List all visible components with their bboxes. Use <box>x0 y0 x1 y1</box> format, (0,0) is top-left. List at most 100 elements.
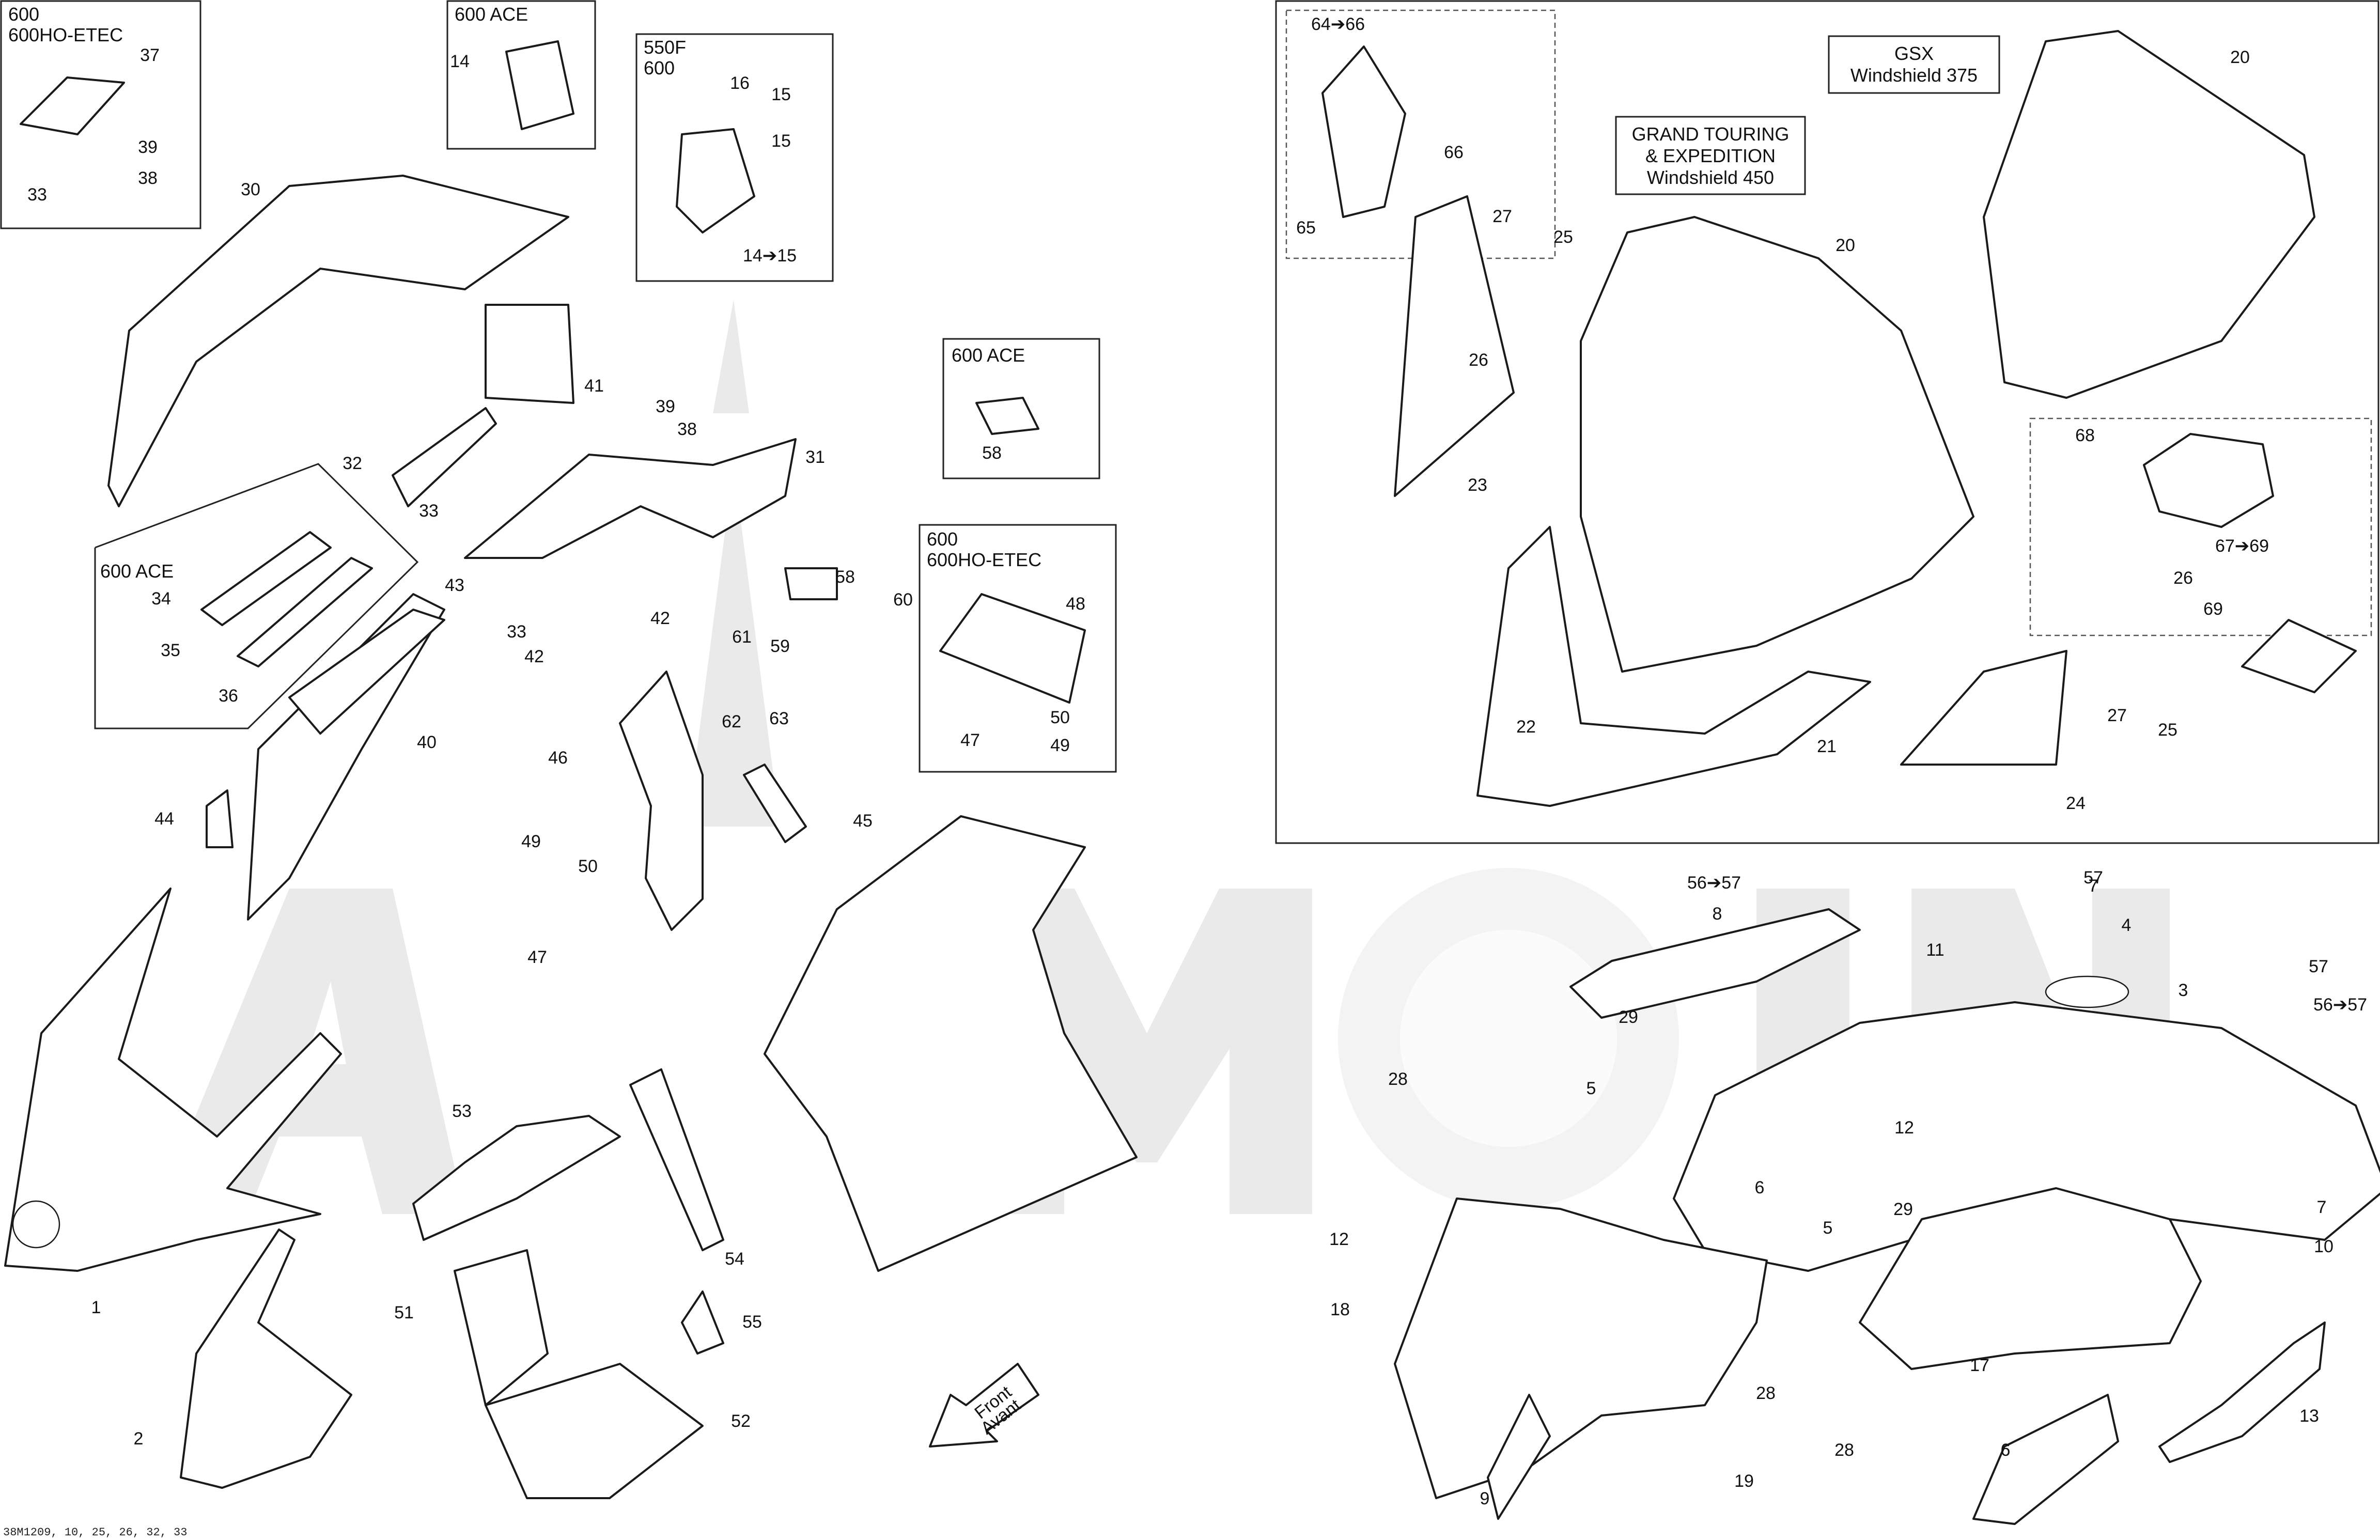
callout-label: 55 <box>742 1312 762 1332</box>
callout-label: 39 <box>656 397 675 416</box>
variant-box-600-etec <box>0 0 201 229</box>
callout-label: 20 <box>1835 236 1855 255</box>
callout-label: 15 <box>771 85 791 104</box>
variant-box-600ace-mid-label: 600 ACE <box>952 345 1025 366</box>
callout-label: 16 <box>730 73 750 93</box>
callout-label: 12 <box>1894 1118 1914 1138</box>
drawing-reference-code: 38M1209, 10, 25, 26, 32, 33 <box>3 1526 187 1539</box>
callout-label: 64➔66 <box>1311 14 1365 34</box>
variant-box-600-etec-line2: 600HO-ETEC <box>8 24 123 45</box>
callout-label: 28 <box>1834 1440 1854 1460</box>
callout-label: 47 <box>527 947 547 967</box>
callout-label: 38 <box>138 168 158 188</box>
callout-label: 61 <box>732 627 752 647</box>
callout-label: 22 <box>1516 717 1536 737</box>
callout-label: 67➔69 <box>2215 536 2269 556</box>
callout-label: 39 <box>138 137 158 157</box>
callout-label: 50 <box>578 857 598 876</box>
callout-label: 24 <box>2066 794 2086 813</box>
gsx-mirror-subgroup-box <box>2029 417 2372 636</box>
callout-label: 2 <box>134 1429 144 1449</box>
callout-label: 15 <box>771 131 791 151</box>
callout-label: 47 <box>960 730 980 750</box>
callout-label: 35 <box>161 641 180 660</box>
callout-label: 56➔57 <box>2313 995 2367 1015</box>
callout-label: 42 <box>524 647 544 666</box>
variant-box-600ace-top-label: 600 ACE <box>455 4 528 25</box>
callout-label: 57 <box>2309 957 2328 976</box>
callout-label: 44 <box>154 809 174 829</box>
callout-label: 54 <box>725 1249 744 1269</box>
callout-label: 7 <box>2089 876 2098 896</box>
callout-label: 58 <box>982 443 1002 463</box>
front-arrow-icon: Front Avant <box>929 1363 1039 1448</box>
callout-label: 27 <box>1492 207 1512 226</box>
callout-label: 51 <box>394 1303 414 1323</box>
callout-label: 7 <box>2317 1197 2327 1217</box>
callout-label: 43 <box>445 575 464 595</box>
callout-label: 28 <box>1388 1069 1408 1089</box>
callout-label: 23 <box>1468 475 1487 495</box>
callout-label: 3 <box>2179 981 2188 1000</box>
callout-label: 1 <box>91 1298 101 1317</box>
gsx-line2: Windshield 375 <box>1850 65 1978 86</box>
callout-label: 62 <box>722 712 741 732</box>
gsx-line1: GSX <box>1894 43 1934 64</box>
variant-box-550f-600-line2: 600 <box>644 57 675 79</box>
callout-label: 33 <box>507 622 526 642</box>
callout-label: 29 <box>1893 1200 1913 1219</box>
callout-label: 41 <box>584 376 604 396</box>
variant-box-600ace-mid <box>942 338 1100 479</box>
callout-label: 26 <box>1469 350 1488 370</box>
variant-box-600ace-left-label: 600 ACE <box>100 561 174 582</box>
callout-label: 40 <box>417 733 437 752</box>
grand-touring-line2: & EXPEDITION <box>1645 145 1776 166</box>
grand-touring-line1: GRAND TOURING <box>1632 123 1790 145</box>
callout-label: 56➔57 <box>1687 873 1741 893</box>
callout-label: 31 <box>805 447 825 467</box>
gsx-windshield-callout <box>1828 35 2000 94</box>
callout-label: 14 <box>450 52 470 71</box>
callout-label: 49 <box>1050 736 1070 755</box>
variant-box-600ace-left-outline <box>94 463 419 729</box>
variant-box-600-etec-line1: 600 <box>8 4 39 25</box>
variant-box-600ace-top <box>446 0 596 150</box>
callout-label: 57 <box>2083 868 2103 888</box>
callout-label: 28 <box>1756 1383 1776 1403</box>
variant-box-600-etec-mid-line1: 600 <box>927 528 958 550</box>
callout-label: 13 <box>2299 1406 2319 1426</box>
callout-label: 10 <box>2314 1237 2334 1256</box>
callout-label: 5 <box>1586 1079 1596 1098</box>
callout-label: 69 <box>2203 599 2223 619</box>
callout-label: 25 <box>1553 227 1573 247</box>
callout-label: 5 <box>1823 1218 1833 1238</box>
callout-label: 30 <box>241 180 260 199</box>
callout-label: 32 <box>343 454 362 473</box>
callout-label: 45 <box>853 811 873 831</box>
callout-label: 46 <box>548 748 568 768</box>
variant-box-600-etec-mid-line2: 600HO-ETEC <box>927 549 1041 570</box>
variant-box-550f-600 <box>635 33 834 282</box>
callout-label: 49 <box>521 832 541 851</box>
part-shapes <box>4 30 2380 1525</box>
callout-label: 34 <box>151 589 171 609</box>
callout-label: 8 <box>1713 904 1722 924</box>
callout-label: 59 <box>770 636 790 656</box>
callout-label: 38 <box>677 419 697 439</box>
callout-label: 18 <box>1330 1300 1350 1319</box>
callout-label: 27 <box>2107 706 2127 725</box>
callout-label: 53 <box>452 1101 472 1121</box>
callout-label: 25 <box>2158 720 2177 740</box>
callout-label: 11 <box>1926 940 1944 960</box>
callout-label: 60 <box>893 590 913 610</box>
callout-label: 19 <box>1734 1471 1754 1491</box>
callout-label: 20 <box>2230 48 2250 67</box>
callout-label: 50 <box>1050 708 1070 727</box>
callout-label: 37 <box>140 45 160 65</box>
callout-label: 68 <box>2075 426 2095 445</box>
callout-label: 12 <box>1329 1230 1349 1249</box>
callout-label: 33 <box>27 185 47 205</box>
callout-label: 66 <box>1444 143 1464 162</box>
callout-label: 33 <box>419 501 439 521</box>
